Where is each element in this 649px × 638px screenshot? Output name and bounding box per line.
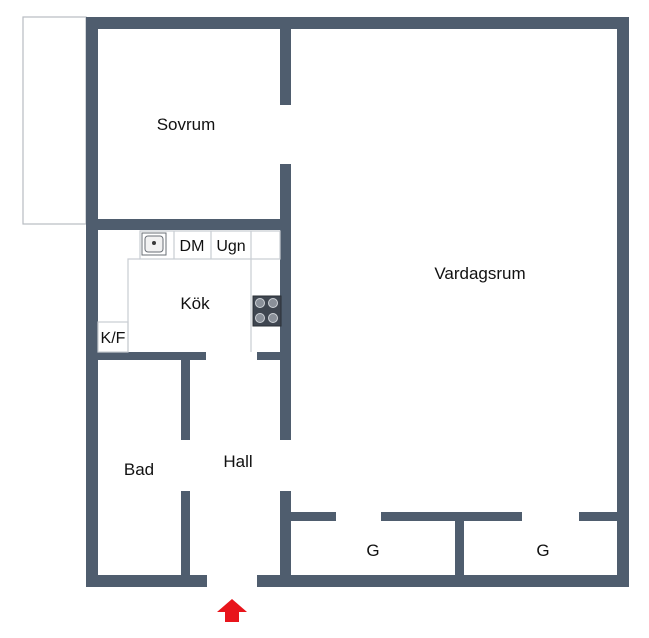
outer-walls [86,17,629,587]
stove-icon [252,295,282,327]
room-label-hall: Hall [223,452,252,471]
sink-icon [141,232,167,256]
fixture-label-dishwasher: DM [180,238,205,255]
kitchen-counters [97,230,281,353]
balcony-outline [22,16,87,225]
room-label-vardagsrum: Vardagsrum [434,264,525,283]
interior-walls [98,29,617,575]
room-label-sovrum: Sovrum [157,115,216,134]
room-label-garderob-2: G [536,541,549,560]
entrance-arrow-icon [217,599,247,622]
room-label-bad: Bad [124,460,154,479]
room-label-garderob-1: G [366,541,379,560]
room-label-kok: Kök [180,294,210,313]
fixture-label-fridge-freezer: K/F [101,330,126,347]
fixture-label-oven: Ugn [216,238,245,255]
